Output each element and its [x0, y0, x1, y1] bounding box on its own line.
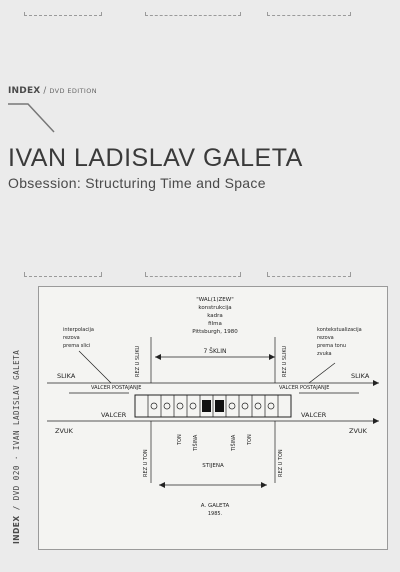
crop-tick [350, 12, 351, 16]
svg-text:interpolacija: interpolacija [63, 327, 94, 333]
crop-tick [101, 272, 102, 276]
top-note-line: Pittsburgh, 1980 [192, 329, 238, 335]
label-valcer-postajanje-right: VALCER POSTAJANJE [279, 385, 329, 391]
signature: A. GALETA [201, 503, 230, 509]
crop-tick [24, 272, 25, 276]
crop-tick [240, 12, 241, 16]
label-valcer-postajanje-left: VALCER POSTAJANJE [91, 385, 141, 391]
series-separator: / [40, 86, 50, 96]
label-rez-u-ton-right: REZ U TON [278, 449, 284, 477]
crop-tick [145, 12, 146, 16]
top-note-line: kadra [207, 313, 223, 319]
top-note-line: filma [208, 321, 222, 327]
top-note-line: "WAL(1)ZEW" [196, 297, 234, 303]
label-ton: TON [177, 434, 183, 446]
slash-graphic [8, 103, 55, 133]
svg-text:prema tonu: prema tonu [317, 343, 346, 349]
label-slika-left: SLIKA [57, 372, 76, 380]
label-zvuk-left: ZVUK [55, 427, 74, 435]
svg-text:kontekstualizacija: kontekstualizacija [317, 327, 362, 333]
label-rez-u-sliku: REZ U SLIKU [135, 346, 141, 377]
hand-drawn-diagram: "WAL(1)ZEW" konstrukcija kadra filma Pit… [47, 297, 379, 517]
page-subtitle: Obsession: Structuring Time and Space [8, 175, 266, 191]
svg-text:rezova: rezova [63, 335, 80, 341]
crop-mark-top-center [145, 15, 241, 16]
label-rez-u-sliku-right: REZ U SLIKU [282, 346, 288, 377]
spine-text: INDEX / DVD 020 · IVAN LADISLAV GALETA [12, 244, 21, 544]
series-edition: DVD EDITION [49, 87, 98, 95]
crop-mark-top-right [267, 15, 351, 16]
sketch-frame: "WAL(1)ZEW" konstrukcija kadra filma Pit… [38, 286, 388, 550]
crop-tick [24, 12, 25, 16]
top-note: "WAL(1)ZEW" konstrukcija kadra filma Pit… [192, 297, 238, 335]
crop-tick [350, 272, 351, 276]
top-note-line: konstrukcija [198, 305, 231, 311]
small-note: 1985. [208, 511, 223, 517]
crop-tick [145, 272, 146, 276]
svg-text:prema slici: prema slici [63, 343, 90, 349]
crop-mark-mid-center [145, 276, 241, 277]
right-note: kontekstualizacija rezova prema tonu zvu… [317, 327, 362, 357]
crop-mark-top-left [24, 15, 102, 16]
spine-title: / DVD 020 · IVAN LADISLAV GALETA [12, 349, 21, 516]
left-note: interpolacija rezova prema slici [63, 327, 94, 349]
label-valcer-left: VALCER [101, 411, 127, 419]
crop-mark-mid-left [24, 276, 102, 277]
label-valcer-right: VALCER [301, 411, 327, 419]
spine-index: INDEX [12, 515, 21, 544]
label-tisina: TIŠINA [192, 434, 199, 452]
label-ton-right: TON [247, 434, 253, 446]
vertical-labels: REZ U SLIKU REZ U SLIKU REZ U TON REZ U … [135, 346, 288, 477]
crop-tick [267, 12, 268, 16]
crop-tick [240, 272, 241, 276]
duration-label: 7 ŠKLIN [203, 348, 226, 355]
series-label: INDEX / DVD EDITION [8, 86, 97, 96]
label-slika-right: SLIKA [351, 372, 370, 380]
crop-tick [101, 12, 102, 16]
series-index: INDEX [8, 86, 41, 96]
svg-text:rezova: rezova [317, 335, 334, 341]
svg-text:zvuka: zvuka [317, 351, 332, 357]
page-title: IVAN LADISLAV GALETA [8, 144, 303, 172]
crop-mark-mid-right [267, 276, 351, 277]
crop-tick [267, 272, 268, 276]
label-tisina-right: TIŠINA [230, 434, 237, 452]
film-frames [147, 395, 279, 417]
label-stjena: STIJENA [202, 463, 224, 469]
label-rez-u-ton: REZ U TON [143, 449, 149, 477]
label-zvuk-right: ZVUK [349, 427, 368, 435]
